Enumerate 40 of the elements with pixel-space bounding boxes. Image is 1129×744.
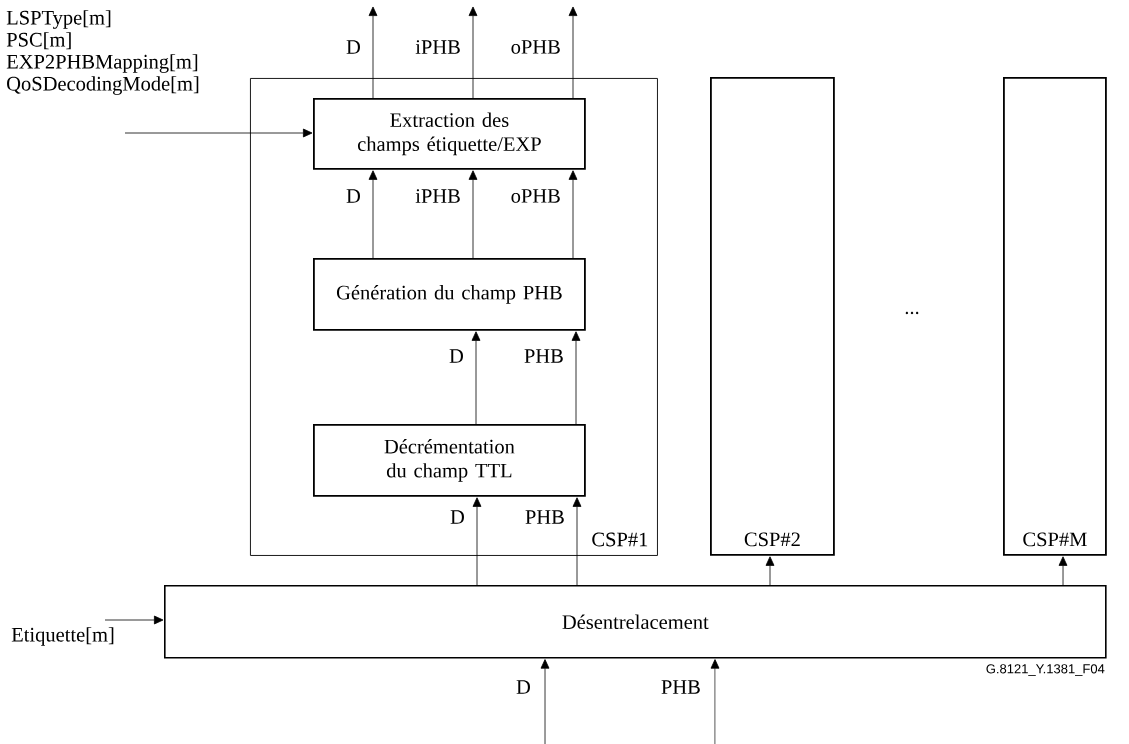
edge-label: D: [516, 680, 530, 694]
edge-label: D: [450, 510, 464, 524]
block-box: CSP#2: [710, 77, 835, 556]
block-box: Génération du champ PHB: [313, 258, 586, 331]
block-box: CSP#M: [1003, 77, 1107, 556]
arrow: [571, 331, 581, 425]
edge-label: PHB: [525, 510, 564, 524]
arrow: [1058, 556, 1068, 586]
signal-name: LSPType[m]: [6, 10, 111, 29]
arrow: [468, 170, 478, 259]
arrow: [472, 497, 482, 586]
edge-label: D: [346, 189, 360, 203]
arrow: [568, 6, 578, 99]
arrow: [568, 170, 578, 259]
edge-label: D: [346, 40, 360, 54]
arrow: [468, 6, 478, 99]
arrow: [710, 659, 720, 744]
edge-label: oPHB: [511, 189, 560, 203]
edge-label: iPHB: [415, 189, 460, 203]
arrow: [104, 615, 164, 625]
arrow: [124, 128, 313, 138]
signal-name: PSC[m]: [6, 32, 71, 50]
edge-label: PHB: [661, 680, 700, 694]
edge-label: Etiquette[m]: [11, 627, 114, 646]
edge-label: oPHB: [511, 40, 560, 54]
arrow: [765, 556, 775, 586]
arrow: [471, 331, 481, 425]
arrow: [368, 6, 378, 99]
block-box: Décrémentation du champ TTL: [313, 424, 586, 497]
edge-label: D: [449, 349, 463, 363]
edge-label: PHB: [524, 349, 563, 363]
signal-name: EXP2PHBMapping[m]: [6, 54, 198, 73]
block-box: Extraction des champs étiquette/EXP: [313, 98, 586, 170]
arrow: [572, 497, 582, 586]
edge-label: iPHB: [415, 40, 460, 54]
signal-name: QoSDecodingMode[m]: [7, 76, 199, 95]
arrow: [368, 170, 378, 259]
block-box: Désentrelacement: [164, 585, 1107, 659]
ellipsis: ...: [905, 311, 919, 315]
arrow: [540, 659, 550, 744]
